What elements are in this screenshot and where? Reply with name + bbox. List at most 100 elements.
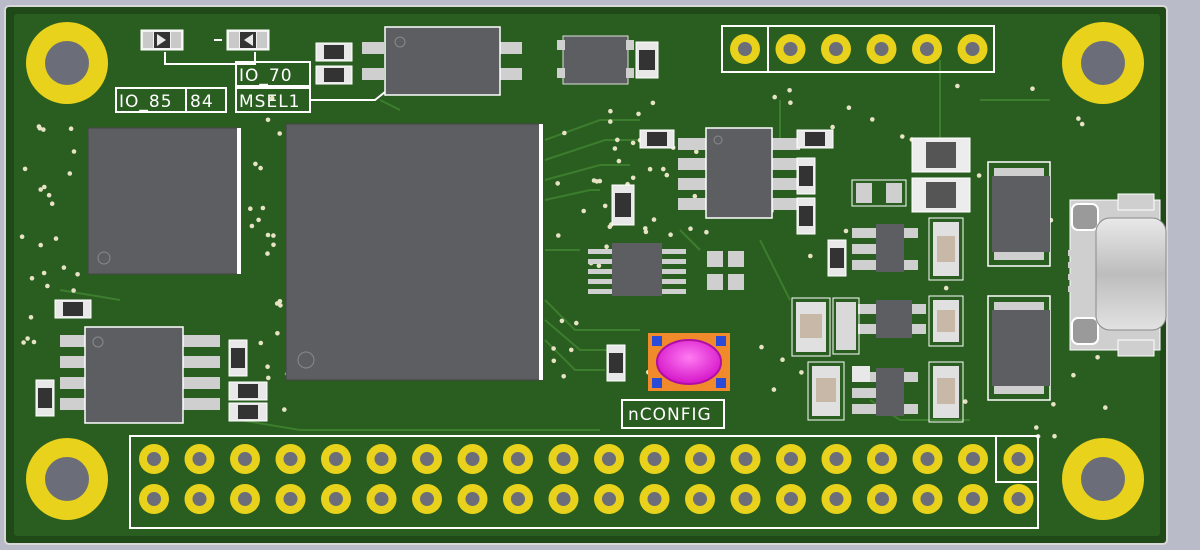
silk-msel1: MSEL1 bbox=[239, 92, 301, 112]
header-top-pins bbox=[730, 34, 988, 64]
header-bottom-pin bbox=[139, 444, 169, 474]
capacitor-c1 bbox=[635, 41, 659, 79]
header-bottom-pin bbox=[867, 484, 897, 514]
regulator-center bbox=[678, 127, 800, 219]
header-top-pin bbox=[730, 34, 760, 64]
header-bottom-pin bbox=[184, 484, 215, 514]
header-bottom-pin bbox=[594, 484, 624, 514]
led-io85 bbox=[140, 29, 184, 51]
cap-right-3 bbox=[796, 197, 816, 235]
header-bottom-pin bbox=[776, 484, 806, 514]
fpga-chip bbox=[285, 123, 543, 381]
header-bottom-pin bbox=[503, 444, 533, 474]
header-bottom-pin bbox=[685, 444, 715, 474]
header-bottom-pin bbox=[184, 444, 215, 474]
resistor-left-2 bbox=[35, 379, 55, 417]
res-power-1 bbox=[827, 239, 847, 277]
header-bottom-pin bbox=[275, 484, 306, 514]
sot-chip-1 bbox=[852, 224, 918, 272]
header-top-pin bbox=[866, 34, 897, 64]
header-bottom-pin bbox=[548, 444, 579, 474]
mounting-hole-top-right bbox=[1062, 22, 1144, 104]
button-nconfig[interactable] bbox=[648, 333, 730, 391]
header-bottom-pin bbox=[275, 444, 306, 474]
header-bottom-pin bbox=[730, 444, 761, 474]
resistor-left-5 bbox=[228, 402, 268, 422]
header-bottom-pin bbox=[457, 444, 488, 474]
header-bottom-pin bbox=[139, 484, 169, 514]
header-bottom-pin bbox=[366, 484, 397, 514]
usb-c-icon[interactable] bbox=[1068, 193, 1167, 357]
header-bottom-pin bbox=[1003, 444, 1034, 474]
header-top-pin bbox=[775, 34, 806, 64]
silk-84: 84 bbox=[190, 92, 214, 112]
header-bottom-pins bbox=[139, 444, 1034, 514]
header-bottom-pin bbox=[776, 444, 806, 474]
header-bottom-pin bbox=[821, 484, 852, 514]
cap-center-2 bbox=[639, 129, 675, 149]
header-bottom-pin bbox=[1003, 484, 1034, 514]
header-bottom-pin bbox=[412, 484, 442, 514]
silk-io85: IO_85 bbox=[119, 92, 173, 112]
sot-chip-2 bbox=[858, 300, 926, 338]
header-bottom-pin bbox=[548, 484, 579, 514]
header-bottom-pin bbox=[230, 484, 260, 514]
resistor-r2 bbox=[315, 65, 353, 85]
resistor-r1 bbox=[315, 42, 353, 62]
msop-chip bbox=[588, 243, 686, 296]
schottky-diode-1 bbox=[987, 161, 1051, 267]
header-bottom-pin bbox=[867, 444, 897, 474]
header-top-pin bbox=[821, 34, 851, 64]
header-bottom-pin bbox=[821, 444, 852, 474]
cap-power-6 bbox=[832, 297, 860, 355]
schottky-diode-2 bbox=[987, 295, 1051, 401]
resistor-button bbox=[606, 344, 626, 382]
header-bottom-pin bbox=[639, 484, 670, 514]
header-bottom-pin bbox=[912, 444, 943, 474]
header-bottom-pin bbox=[321, 484, 351, 514]
header-bottom-pin bbox=[230, 444, 260, 474]
copper-traces bbox=[59, 60, 1050, 431]
cap-right-2 bbox=[796, 157, 816, 195]
header-bottom-pin bbox=[958, 484, 988, 514]
header-bottom-pin bbox=[366, 444, 397, 474]
cap-power-4 bbox=[791, 297, 831, 357]
cap-power-1 bbox=[928, 217, 964, 281]
resistor-left-1 bbox=[54, 299, 92, 319]
mounting-hole-top-left bbox=[26, 22, 108, 104]
cap-power-3 bbox=[928, 361, 964, 423]
header-top-pin bbox=[957, 34, 988, 64]
sdram-chip bbox=[87, 127, 241, 275]
header-top-outline bbox=[721, 25, 995, 73]
header-bottom-pin bbox=[412, 444, 442, 474]
header-bottom-pin bbox=[639, 444, 670, 474]
header-bottom-pin bbox=[685, 484, 715, 514]
header-bottom-pin bbox=[912, 484, 943, 514]
header-top-pin bbox=[912, 34, 942, 64]
cap-right-1 bbox=[796, 129, 834, 149]
oscillator-chip bbox=[557, 35, 634, 85]
silk-io70: IO_70 bbox=[239, 66, 293, 86]
led-io70 bbox=[226, 29, 270, 51]
header-bottom-pin bbox=[457, 484, 488, 514]
header-bottom-pin bbox=[503, 484, 533, 514]
mounting-hole-bottom-left bbox=[26, 438, 108, 520]
resistor-left-3 bbox=[228, 339, 248, 377]
mounting-hole-bottom-right bbox=[1062, 438, 1144, 520]
header-bottom-pin bbox=[321, 444, 351, 474]
inductor-2 bbox=[911, 177, 971, 213]
inductor-1 bbox=[911, 137, 971, 173]
header-bottom-pin bbox=[958, 444, 988, 474]
flash-soic-chip bbox=[362, 26, 522, 96]
resistor-left-4 bbox=[228, 381, 268, 401]
res-power-2 bbox=[852, 366, 870, 382]
cap-power-5 bbox=[807, 361, 845, 421]
cap-power-2 bbox=[928, 295, 964, 347]
silk-nconfig: nCONFIG bbox=[628, 405, 712, 425]
header-bottom-pin bbox=[730, 484, 761, 514]
diode-1 bbox=[851, 179, 907, 207]
header-bottom-pin bbox=[594, 444, 624, 474]
cap-center-1 bbox=[611, 184, 635, 226]
small-pad-array bbox=[707, 251, 744, 290]
